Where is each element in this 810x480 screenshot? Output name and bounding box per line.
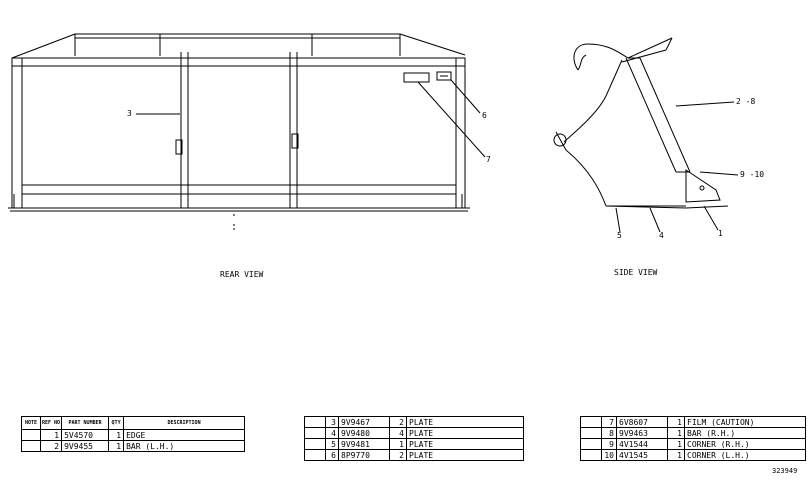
parts-table-2: 3 9V9467 2 PLATE 4 9V9480 4 PLATE 5 9V94… [304, 416, 524, 461]
table-row: 2 9V9455 1 BAR (L.H.) [21, 440, 245, 452]
description: EDGE [123, 429, 245, 441]
callout-4: 4 [659, 231, 664, 240]
description: PLATE [406, 449, 524, 461]
header-note: NOTE [21, 416, 41, 430]
table-row: 9 4V1544 1 CORNER (R.H.) [580, 438, 806, 450]
description: CORNER (R.H.) [684, 438, 806, 450]
ref-no: 9 [601, 438, 617, 450]
parts-table-1: NOTE REF NO PART NUMBER QTY DESCRIPTION … [21, 416, 245, 452]
header-qty: QTY [108, 416, 125, 430]
description: BAR (R.H.) [684, 427, 806, 439]
description: BAR (L.H.) [123, 440, 245, 452]
part-number: 4V1545 [616, 449, 668, 461]
side-view-title: SIDE VIEW [614, 268, 658, 277]
part-number: 9V9463 [616, 427, 668, 439]
parts-table-3: 7 6V8607 1 FILM (CAUTION) 8 9V9463 1 BAR… [580, 416, 806, 461]
qty: 2 [389, 449, 407, 461]
ref-no: 3 [325, 416, 339, 428]
description: PLATE [406, 427, 524, 439]
part-number: 5V4570 [61, 429, 110, 441]
ref-no: 6 [325, 449, 339, 461]
description: PLATE [406, 438, 524, 450]
table-row: 10 4V1545 1 CORNER (L.H.) [580, 449, 806, 461]
part-number: 9V9455 [61, 440, 110, 452]
qty: 1 [108, 429, 125, 441]
callout-6: 6 [482, 111, 487, 120]
table-row: 3 9V9467 2 PLATE [304, 416, 524, 428]
callout-9-10: 9 -10 [740, 170, 765, 179]
ref-no: 4 [325, 427, 339, 439]
table-row: 1 5V4570 1 EDGE [21, 429, 245, 441]
rear-view-bucket [8, 33, 486, 230]
callout-5: 5 [617, 231, 622, 240]
callout-2-8: 2 -8 [736, 97, 756, 106]
description: CORNER (L.H.) [684, 449, 806, 461]
part-number: 9V9467 [338, 416, 390, 428]
qty: 2 [389, 416, 407, 428]
part-number: 6V8607 [616, 416, 668, 428]
description: PLATE [406, 416, 524, 428]
ref-no: 5 [325, 438, 339, 450]
qty: 1 [667, 427, 685, 439]
part-number: 9V9481 [338, 438, 390, 450]
header-part-number: PART NUMBER [61, 416, 110, 430]
description: FILM (CAUTION) [684, 416, 806, 428]
callout-3: 3 [127, 109, 132, 118]
qty: 1 [389, 438, 407, 450]
part-number: 9V9480 [338, 427, 390, 439]
part-number: 4V1544 [616, 438, 668, 450]
callout-1: 1 [718, 229, 723, 238]
callout-7: 7 [486, 155, 491, 164]
side-view-bucket [553, 37, 739, 233]
part-number: 8P9770 [338, 449, 390, 461]
table-header-row: NOTE REF NO PART NUMBER QTY DESCRIPTION [21, 416, 245, 430]
ref-no: 8 [601, 427, 617, 439]
ref-no: 2 [39, 440, 63, 452]
table-row: 5 9V9481 1 PLATE [304, 438, 524, 450]
table-row: 4 9V9480 4 PLATE [304, 427, 524, 439]
header-description: DESCRIPTION [123, 416, 245, 430]
ref-no: 10 [601, 449, 617, 461]
table-row: 7 6V8607 1 FILM (CAUTION) [580, 416, 806, 428]
table-row: 6 8P9770 2 PLATE [304, 449, 524, 461]
qty: 1 [667, 449, 685, 461]
qty: 1 [667, 416, 685, 428]
ref-no: 7 [601, 416, 617, 428]
qty: 4 [389, 427, 407, 439]
qty: 1 [667, 438, 685, 450]
qty: 1 [108, 440, 125, 452]
ref-no: 1 [39, 429, 63, 441]
header-ref-no: REF NO [39, 416, 63, 430]
table-row: 8 9V9463 1 BAR (R.H.) [580, 427, 806, 439]
rear-view-title: REAR VIEW [220, 270, 264, 279]
figure-number: 323949 [772, 467, 798, 475]
